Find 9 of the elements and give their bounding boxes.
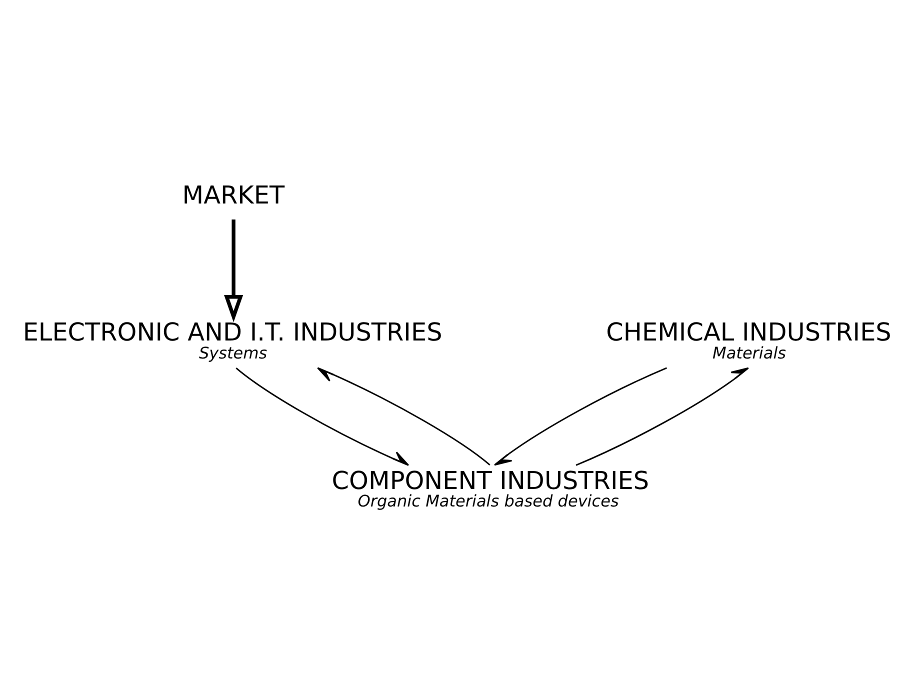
arrow [236, 367, 410, 466]
node-text: CHEMICAL INDUSTRIES Materials [606, 318, 892, 362]
node-text: MARKET [182, 180, 285, 210]
node-text: ELECTRONIC AND I.T. INDUSTRIES Systems [22, 318, 442, 362]
arrow [576, 367, 750, 466]
node-text: COMPONENT INDUSTRIES Organic Materials based devices [332, 466, 650, 511]
arrow [224, 219, 244, 322]
arrow [317, 367, 490, 466]
arrow [494, 367, 667, 466]
